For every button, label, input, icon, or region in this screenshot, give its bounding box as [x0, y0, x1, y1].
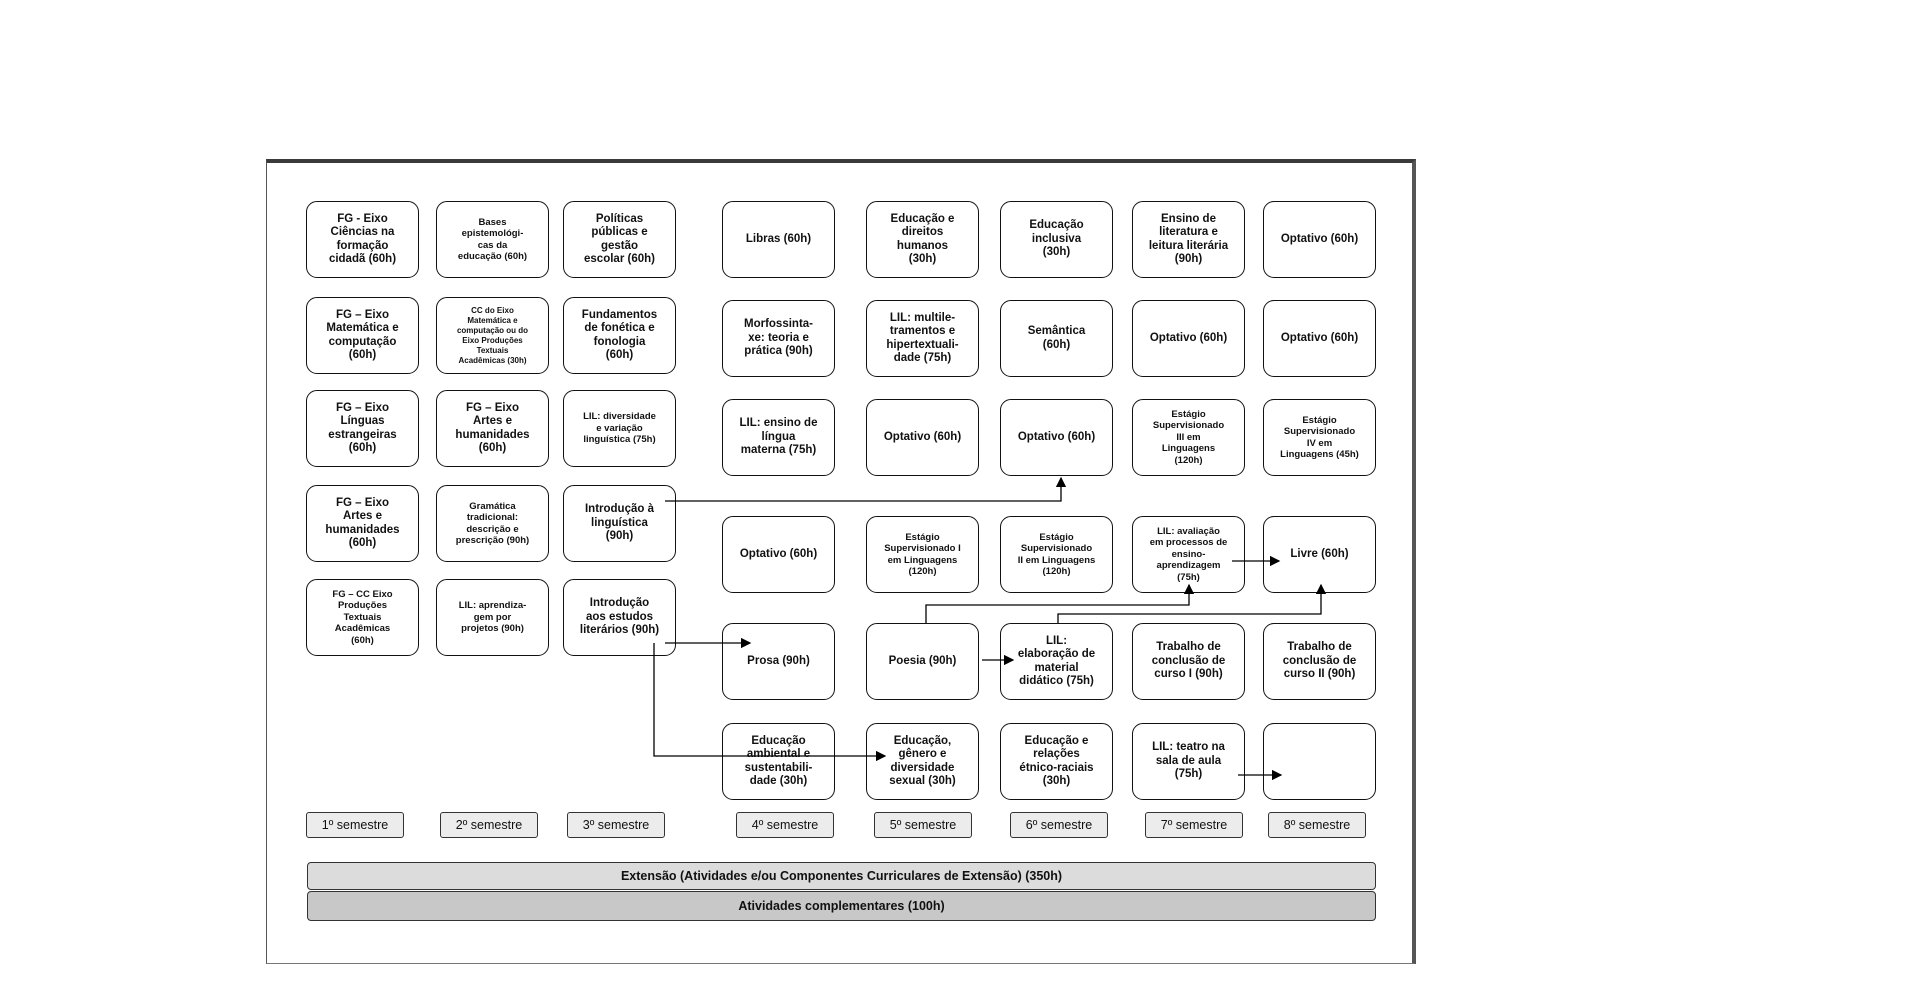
semester-label: 7º semestre — [1145, 812, 1243, 838]
course-box: Prosa (90h) — [722, 623, 835, 700]
course-box: FG – CC Eixo Produções Textuais Acadêmic… — [306, 579, 419, 656]
course-box: Optativo (60h) — [866, 399, 979, 476]
course-box: LIL: elaboração de material didático (75… — [1000, 623, 1113, 700]
course-box: Optativo (60h) — [1263, 201, 1376, 278]
course-box: Educação inclusiva (30h) — [1000, 201, 1113, 278]
course-box: Educação, gênero e diversidade sexual (3… — [866, 723, 979, 800]
course-box: Introdução à linguística (90h) — [563, 485, 676, 562]
semester-label: 8º semestre — [1268, 812, 1366, 838]
course-box: LIL: teatro na sala de aula (75h) — [1132, 723, 1245, 800]
course-box: LIL: diversidade e variação linguística … — [563, 390, 676, 467]
course-box: Optativo (60h) — [1000, 399, 1113, 476]
semester-label: 1º semestre — [306, 812, 404, 838]
diagram-frame — [266, 159, 1416, 964]
course-box: Educação ambiental e sustentabili- dade … — [722, 723, 835, 800]
course-box: Trabalho de conclusão de curso II (90h) — [1263, 623, 1376, 700]
course-box: CC do Eixo Matemática e computação ou do… — [436, 297, 549, 374]
course-box: Educação e direitos humanos (30h) — [866, 201, 979, 278]
course-box: Morfossinta- xe: teoria e prática (90h) — [722, 300, 835, 377]
semester-label: 3º semestre — [567, 812, 665, 838]
course-box: FG - Eixo Ciências na formação cidadã (6… — [306, 201, 419, 278]
course-box: Trabalho de conclusão de curso I (90h) — [1132, 623, 1245, 700]
course-box: Poesia (90h) — [866, 623, 979, 700]
course-box: Fundamentos de fonética e fonologia (60h… — [563, 297, 676, 374]
course-box: Ensino de literatura e leitura literária… — [1132, 201, 1245, 278]
complementary-activities-bar: Atividades complementares (100h) — [307, 891, 1376, 921]
course-box: FG – Eixo Matemática e computação (60h) — [306, 297, 419, 374]
semester-label: 6º semestre — [1010, 812, 1108, 838]
course-box: LIL: ensino de língua materna (75h) — [722, 399, 835, 476]
course-box: Semântica (60h) — [1000, 300, 1113, 377]
course-box: Bases epistemológi- cas da educação (60h… — [436, 201, 549, 278]
course-box: Optativo (60h) — [1263, 300, 1376, 377]
course-box: Optativo (60h) — [1132, 300, 1245, 377]
course-box: LIL: multile- tramentos e hipertextuali-… — [866, 300, 979, 377]
course-box: Gramática tradicional: descrição e presc… — [436, 485, 549, 562]
semester-label: 2º semestre — [440, 812, 538, 838]
extension-bar: Extensão (Atividades e/ou Componentes Cu… — [307, 862, 1376, 890]
course-box: Educação e relações étnico-raciais (30h) — [1000, 723, 1113, 800]
course-box: Optativo (60h) — [722, 516, 835, 593]
course-box: Estágio Supervisionado III em Linguagens… — [1132, 399, 1245, 476]
course-box: Estágio Supervisionado IV em Linguagens … — [1263, 399, 1376, 476]
course-box: LIL: aprendiza- gem por projetos (90h) — [436, 579, 549, 656]
course-box: Introdução aos estudos literários (90h) — [563, 579, 676, 656]
course-box: Políticas públicas e gestão escolar (60h… — [563, 201, 676, 278]
course-box: Libras (60h) — [722, 201, 835, 278]
semester-label: 4º semestre — [736, 812, 834, 838]
course-box — [1263, 723, 1376, 800]
course-box: FG – Eixo Línguas estrangeiras (60h) — [306, 390, 419, 467]
course-box: LIL: avaliação em processos de ensino- a… — [1132, 516, 1245, 593]
semester-label: 5º semestre — [874, 812, 972, 838]
course-box: FG – Eixo Artes e humanidades (60h) — [306, 485, 419, 562]
course-box: Estágio Supervisionado II em Linguagens … — [1000, 516, 1113, 593]
course-box: FG – Eixo Artes e humanidades (60h) — [436, 390, 549, 467]
course-box: Livre (60h) — [1263, 516, 1376, 593]
course-box: Estágio Supervisionado I em Linguagens (… — [866, 516, 979, 593]
